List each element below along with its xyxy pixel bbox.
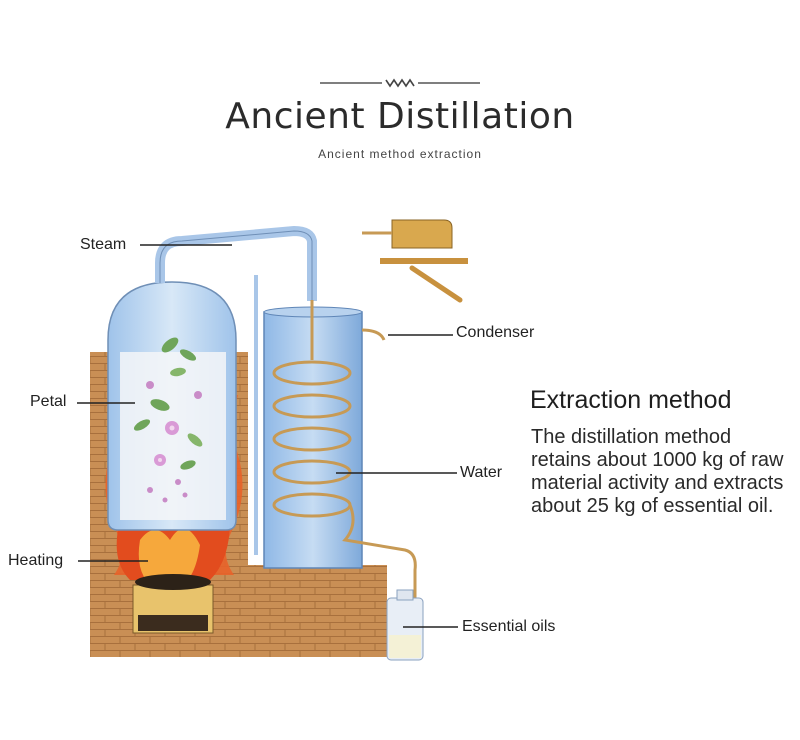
label-heating: Heating [8,552,64,569]
distillation-diagram [77,219,468,661]
leader-lines [77,244,458,628]
still-flask [107,225,317,531]
extraction-method-title: Extraction method [530,386,732,414]
label-petal: Petal [30,393,67,410]
page-title: Ancient Distillation [225,96,575,137]
title-ornament [320,78,480,88]
page-subtitle: Ancient method extraction [318,147,482,161]
collection-bottle [386,589,424,661]
label-water: Water [460,464,503,481]
petals-leaves [133,337,203,503]
label-condenser: Condenser [456,324,535,341]
label-essential-oils: Essential oils [462,618,556,635]
condenser-tank [254,275,417,610]
label-steam: Steam [80,236,127,253]
extraction-method-text: The distillation method retains about 10… [531,426,784,517]
water-trough [362,219,468,303]
